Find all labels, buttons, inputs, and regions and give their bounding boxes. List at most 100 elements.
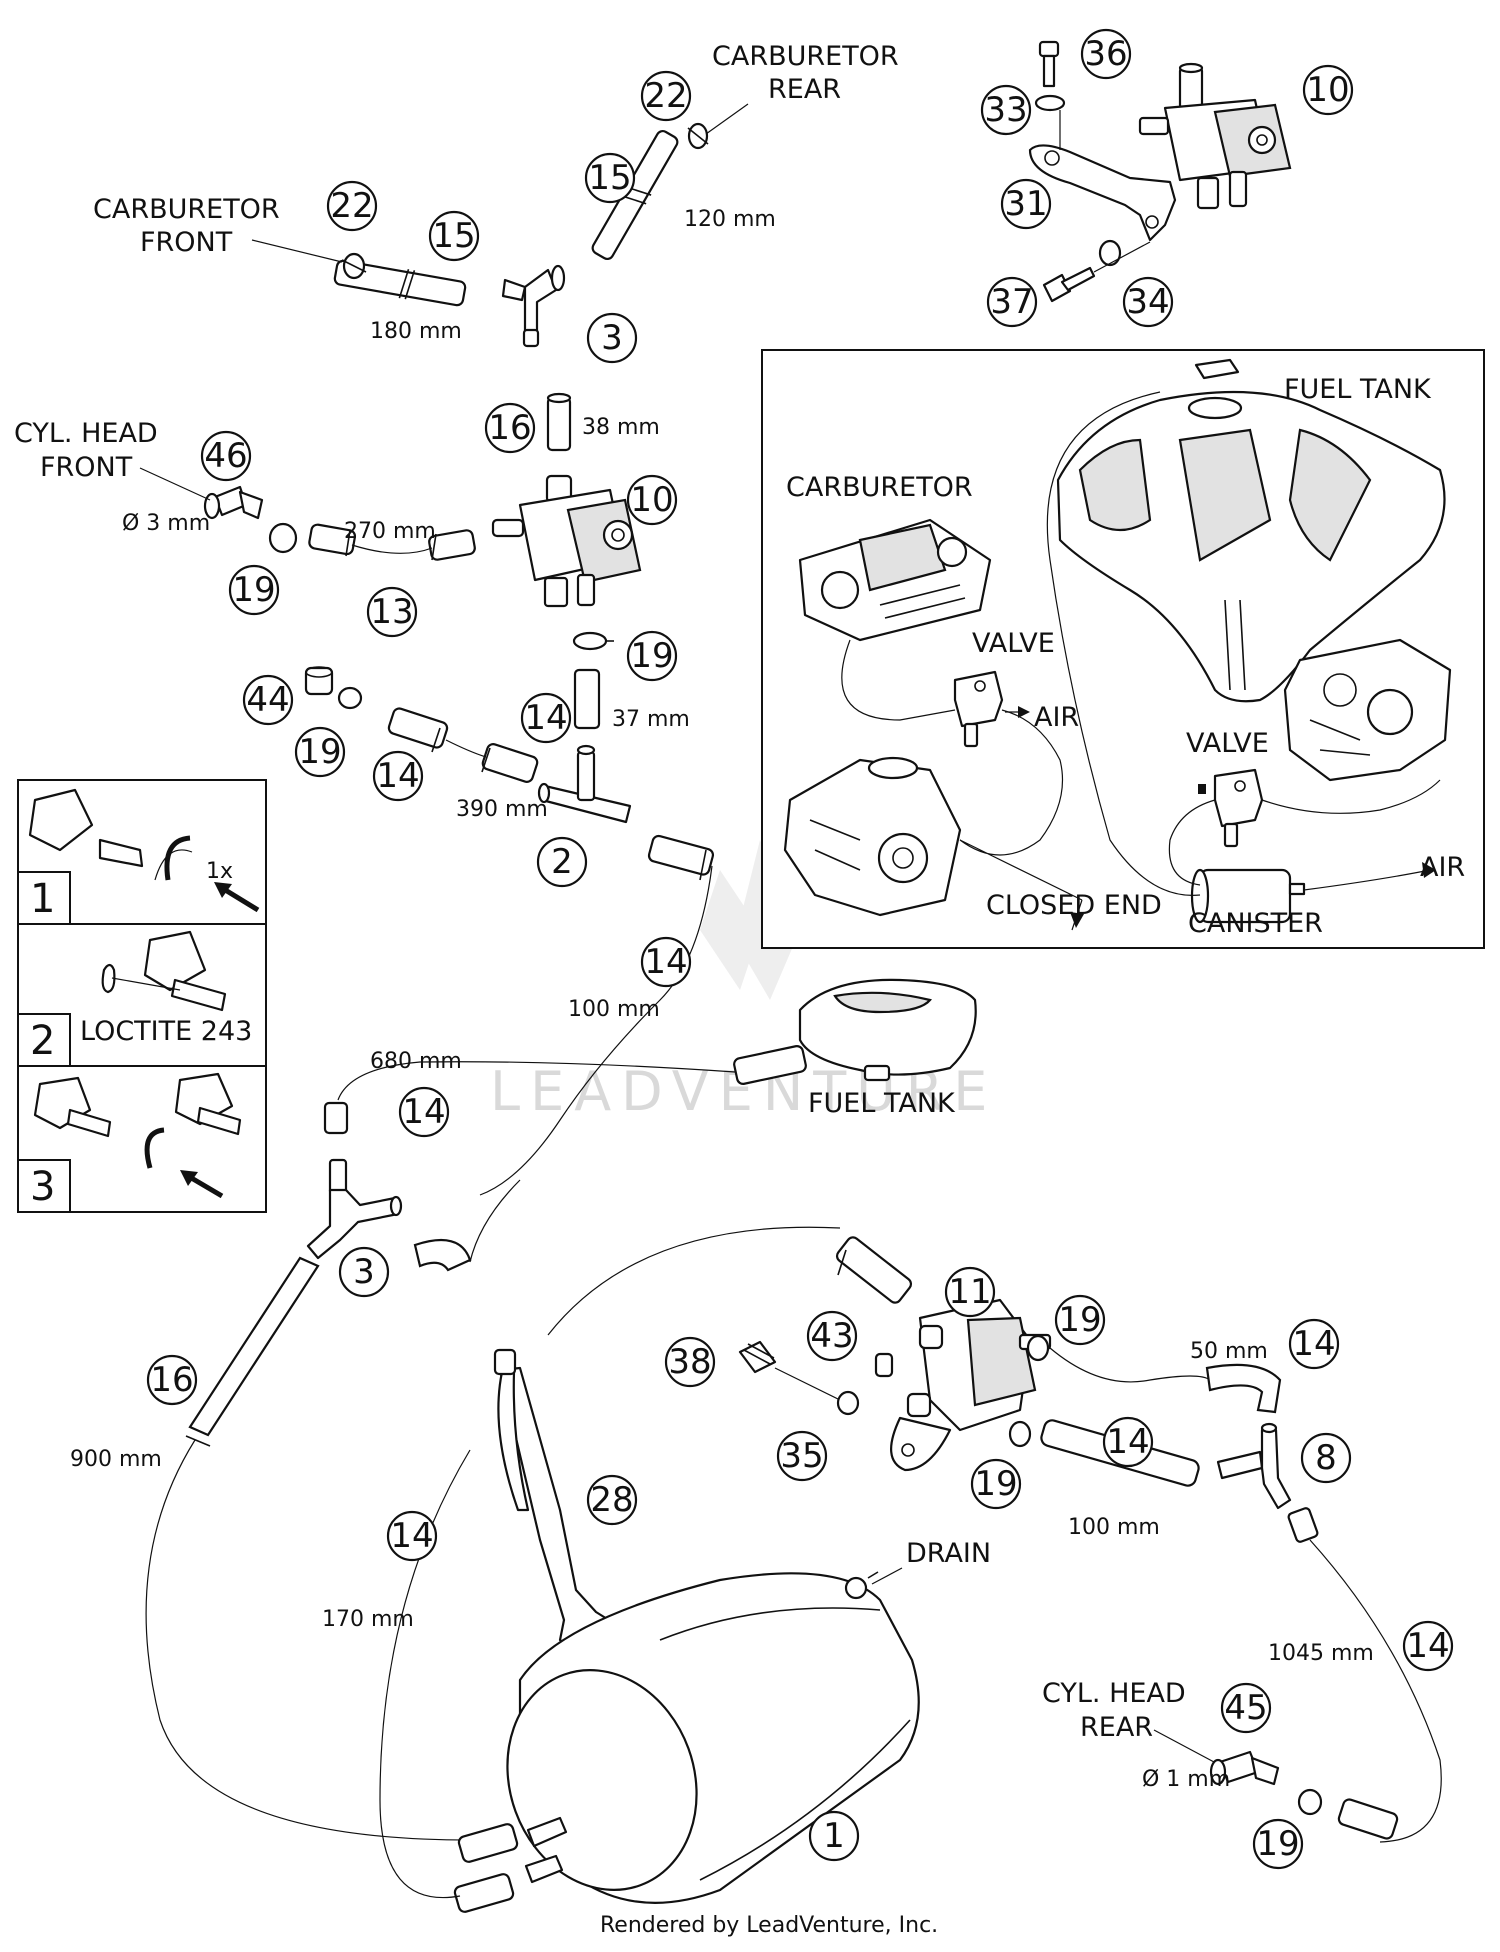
svg-text:13: 13 xyxy=(370,592,413,632)
svg-text:43: 43 xyxy=(810,1316,853,1356)
dim-120mm: 120 mm xyxy=(684,207,776,232)
dim-1045mm: 1045 mm xyxy=(1268,1641,1374,1666)
inset-valve-label-2: VALVE xyxy=(1186,728,1269,759)
svg-text:19: 19 xyxy=(974,1464,1017,1504)
step-3-panel: 3 xyxy=(17,1072,242,1213)
callout-46: 46 xyxy=(200,430,252,482)
clamp-19-small xyxy=(337,686,363,710)
callout-19-valve-lower: 19 xyxy=(970,1458,1022,1510)
clamp-19-rear xyxy=(1297,1788,1323,1816)
clamp-19-valve-right xyxy=(1026,1334,1050,1362)
svg-text:33: 33 xyxy=(984,90,1027,130)
dim-680mm: 680 mm xyxy=(370,1049,462,1074)
step-2-panel: 2 LOCTITE 243 xyxy=(17,930,252,1067)
callout-22-rear: 22 xyxy=(640,70,692,122)
callout-3-top: 3 xyxy=(586,312,638,364)
diameter-3mm-label: Ø 3 mm xyxy=(122,511,210,536)
callout-10-center: 10 xyxy=(626,474,678,526)
svg-text:19: 19 xyxy=(232,570,275,610)
dim-390mm: 390 mm xyxy=(456,797,548,822)
callout-14-50mm: 14 xyxy=(1288,1318,1340,1370)
inset-closed-end-label: CLOSED END xyxy=(986,890,1162,921)
callout-1: 1 xyxy=(808,1810,860,1862)
callout-10-top: 10 xyxy=(1302,64,1354,116)
callout-3-lower: 3 xyxy=(338,1246,390,1298)
dim-100mm-lower: 100 mm xyxy=(1068,1515,1160,1540)
inset-valve-2 xyxy=(1213,768,1264,848)
valve-10-top xyxy=(1138,62,1292,210)
svg-text:14: 14 xyxy=(1292,1324,1335,1364)
t-connector-2 xyxy=(537,744,632,824)
inset-valve-marker xyxy=(1198,784,1206,794)
hose-16-900mm xyxy=(145,1256,471,1841)
clamp-19-center xyxy=(572,631,614,651)
system-overview-inset: FUEL TANK CARBURETOR VALVE AIR VALVE AIR… xyxy=(761,349,1485,949)
t-connector-8 xyxy=(1216,1422,1292,1510)
dim-170mm: 170 mm xyxy=(322,1607,414,1632)
callout-14-170mm: 14 xyxy=(386,1510,438,1562)
y-connector-3-lower xyxy=(306,1158,403,1260)
washer-33 xyxy=(1034,94,1066,112)
inset-valve-1 xyxy=(953,670,1004,748)
svg-text:22: 22 xyxy=(644,76,687,116)
dim-37mm: 37 mm xyxy=(612,707,690,732)
svg-text:19: 19 xyxy=(298,732,341,772)
callout-34: 34 xyxy=(1122,276,1174,328)
hose-14-50mm xyxy=(1205,1363,1282,1414)
callout-15-rear: 15 xyxy=(584,152,636,204)
hose-15-front xyxy=(333,259,467,307)
callout-28: 28 xyxy=(586,1474,638,1526)
callout-2: 2 xyxy=(536,836,588,888)
hose-14-170mm xyxy=(379,1449,519,1913)
callout-19-small: 19 xyxy=(294,726,346,778)
callout-11: 11 xyxy=(944,1266,996,1318)
inset-carburetor-label: CARBURETOR xyxy=(786,472,973,503)
cyl-head-front-label-1: CYL. HEAD xyxy=(14,418,158,449)
inset-air-label-1: AIR xyxy=(1034,702,1079,733)
carb-rear-label-1: CARBURETOR xyxy=(712,41,899,72)
step-2-number: 2 xyxy=(30,1018,55,1064)
hose-14-390mm xyxy=(387,707,539,783)
dim-900mm: 900 mm xyxy=(70,1447,162,1472)
cap-44 xyxy=(304,666,334,696)
carb-rear-label-2: REAR xyxy=(768,74,841,105)
dim-270mm: 270 mm xyxy=(344,519,436,544)
inset-canister-label: CANISTER xyxy=(1188,908,1323,939)
callout-16-top: 16 xyxy=(484,402,536,454)
svg-text:14: 14 xyxy=(524,698,567,738)
callout-35: 35 xyxy=(776,1430,828,1482)
bolt-37 xyxy=(1042,266,1096,303)
svg-text:31: 31 xyxy=(1004,184,1047,224)
bracket-31 xyxy=(1028,144,1177,242)
callout-33: 33 xyxy=(980,84,1032,136)
bracket-assembly xyxy=(1028,40,1292,303)
hose-14-100mm xyxy=(479,834,715,1196)
callout-38: 38 xyxy=(664,1336,716,1388)
carb-front-label-2: FRONT xyxy=(140,227,233,258)
callout-19-valve-right: 19 xyxy=(1054,1294,1106,1346)
rotate-arrow-icon-2 xyxy=(144,1127,165,1169)
svg-text:34: 34 xyxy=(1126,282,1169,322)
callout-14-1045mm: 14 xyxy=(1402,1620,1454,1672)
svg-text:14: 14 xyxy=(1106,1422,1149,1462)
elbow-hose xyxy=(413,1238,472,1272)
inset-fuel-tank xyxy=(1056,358,1446,703)
cyl-head-front-label-2: FRONT xyxy=(40,452,133,483)
svg-text:8: 8 xyxy=(1315,1438,1337,1478)
inset-engine-front xyxy=(783,756,962,917)
callout-22-front: 22 xyxy=(326,180,378,232)
clamp-22-rear xyxy=(687,122,709,150)
times-label: 1x xyxy=(206,859,233,884)
svg-text:11: 11 xyxy=(948,1272,991,1312)
clamp-22-front xyxy=(341,252,367,280)
drain-label: DRAIN xyxy=(906,1538,991,1569)
svg-text:15: 15 xyxy=(432,216,475,256)
inset-canister xyxy=(1190,868,1306,924)
svg-text:2: 2 xyxy=(551,842,573,882)
inset-fuel-tank-label: FUEL TANK xyxy=(1284,374,1432,405)
svg-text:14: 14 xyxy=(376,756,419,796)
hose-14-1045mm xyxy=(1287,1507,1442,1843)
svg-text:28: 28 xyxy=(590,1480,633,1520)
callout-45: 45 xyxy=(1220,1682,1272,1734)
